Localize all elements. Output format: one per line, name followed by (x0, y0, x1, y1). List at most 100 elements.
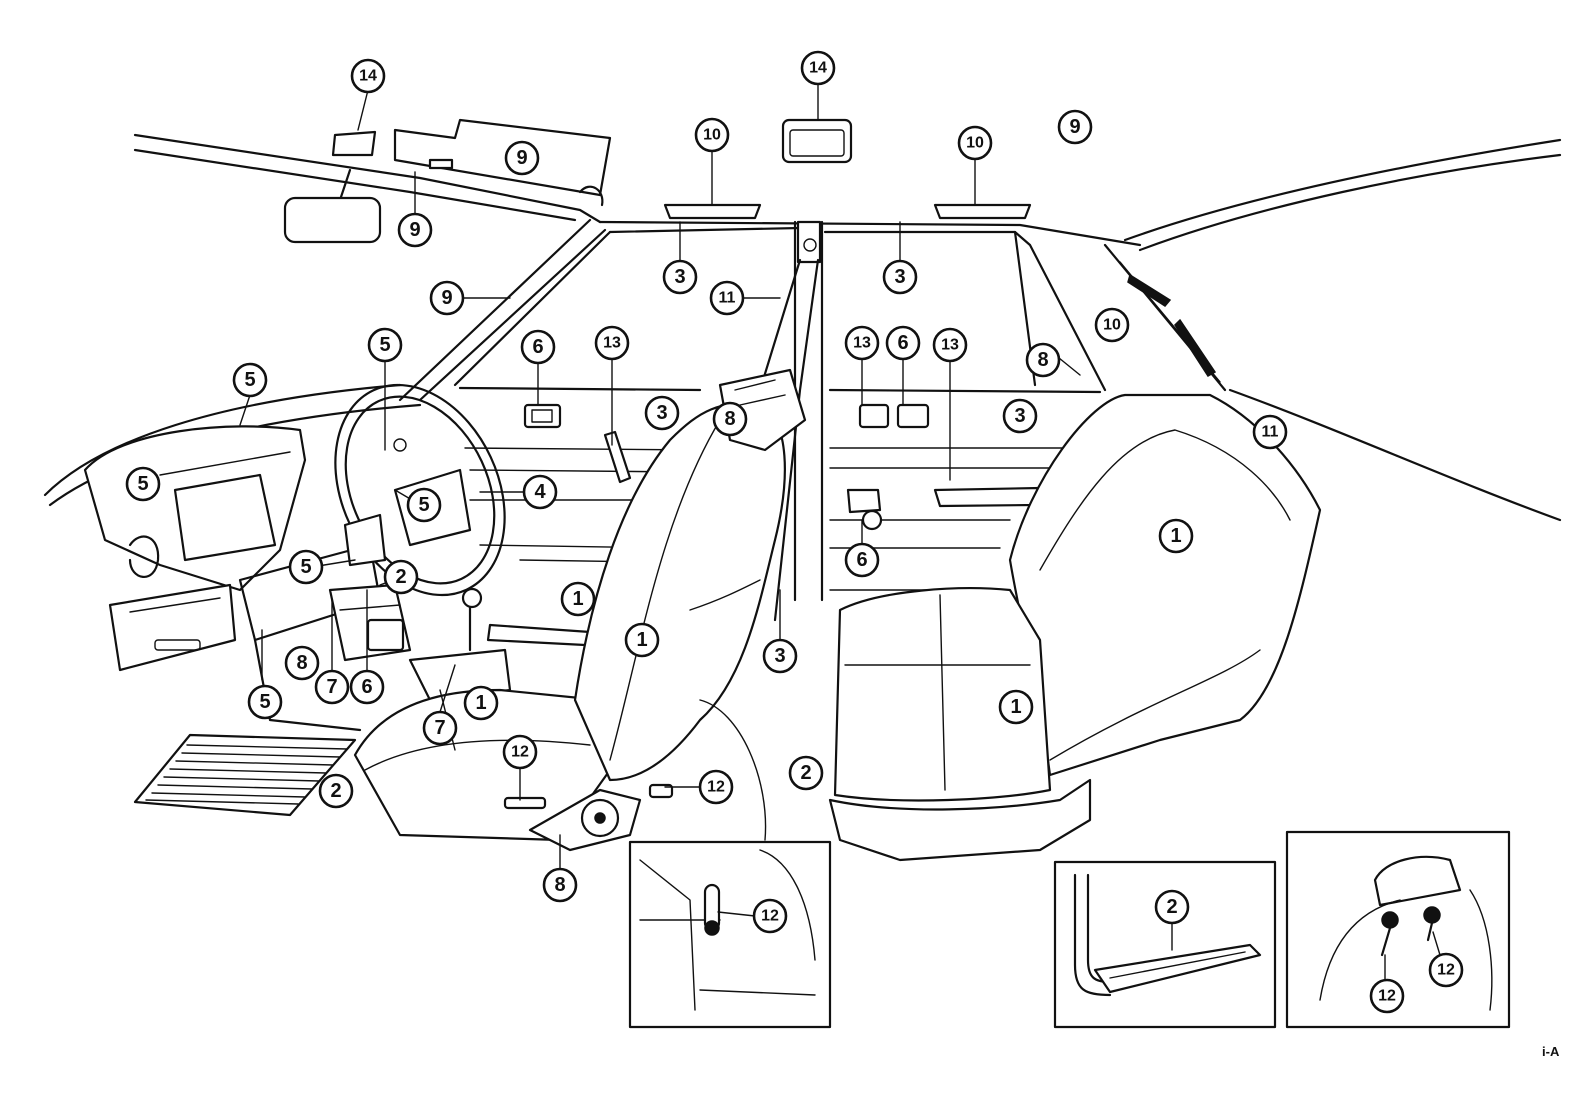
callout-13b: 13 (844, 325, 880, 361)
svg-text:14: 14 (359, 68, 377, 85)
callout-11a: 11 (709, 280, 745, 316)
svg-text:6: 6 (532, 336, 543, 358)
callout-8d: 8 (542, 867, 578, 903)
callout-5b: 5 (367, 327, 403, 363)
assist-grip-right (933, 203, 1032, 220)
callout-9a: 9 (504, 140, 540, 176)
svg-text:12: 12 (1378, 988, 1396, 1005)
svg-text:6: 6 (361, 676, 372, 698)
callout-5c: 5 (125, 466, 161, 502)
svg-text:3: 3 (894, 266, 905, 288)
rear-view-mirror (283, 168, 382, 244)
callout-11b: 11 (1252, 414, 1288, 450)
callout-1e: 1 (463, 685, 499, 721)
assist-grip-left (663, 203, 762, 220)
callout-8c: 8 (284, 645, 320, 681)
inset-seat-belt-anchor (628, 840, 832, 1029)
callout-3c: 3 (644, 395, 680, 431)
callout-10c: 10 (1094, 307, 1130, 343)
callout-9c: 9 (429, 280, 465, 316)
svg-text:3: 3 (674, 266, 685, 288)
svg-text:4: 4 (534, 481, 546, 503)
page-code: i-A (1542, 1044, 1560, 1059)
svg-text:11: 11 (719, 290, 736, 307)
callout-3e: 3 (762, 638, 798, 674)
callout-10a: 10 (694, 117, 730, 153)
svg-text:1: 1 (636, 629, 647, 651)
svg-text:1: 1 (1010, 696, 1021, 718)
callout-8b: 8 (1025, 342, 1061, 378)
callout-1c: 1 (624, 622, 660, 658)
callout-7b: 7 (422, 710, 458, 746)
rear-seat-back (1008, 393, 1322, 777)
seat-slide-lever (503, 783, 674, 810)
callout-12e: 12 (1428, 952, 1464, 988)
svg-text:5: 5 (300, 556, 311, 578)
svg-text:2: 2 (330, 780, 341, 802)
seat-belt-floor-anchor (699, 699, 767, 841)
callout-3b: 3 (882, 259, 918, 295)
callout-14a: 14 (350, 58, 386, 94)
svg-text:1: 1 (572, 588, 583, 610)
a-pillar (398, 218, 607, 402)
dashboard (43, 383, 422, 732)
front-door-pull-handle (603, 430, 632, 484)
svg-text:12: 12 (761, 908, 779, 925)
rear-door-switches (858, 403, 930, 429)
callout-1a: 1 (1158, 518, 1194, 554)
svg-text:1: 1 (1170, 525, 1181, 547)
callout-3a: 3 (662, 259, 698, 295)
callout-1d: 1 (998, 689, 1034, 725)
svg-text:12: 12 (1437, 962, 1455, 979)
svg-text:9: 9 (409, 219, 420, 241)
callout-10b: 10 (957, 125, 993, 161)
svg-text:10: 10 (1103, 317, 1121, 334)
svg-text:6: 6 (897, 332, 908, 354)
svg-text:13: 13 (603, 335, 621, 352)
callout-9d: 9 (1057, 109, 1093, 145)
callout-5d: 5 (406, 487, 442, 523)
svg-text:5: 5 (418, 494, 429, 516)
rear-door-armrest (933, 486, 1042, 508)
sun-visor (393, 118, 612, 207)
callout-12c: 12 (752, 898, 788, 934)
svg-text:3: 3 (774, 645, 785, 667)
rear-door-window-frame (823, 230, 1107, 591)
front-seat-back (573, 368, 807, 782)
svg-text:8: 8 (724, 408, 735, 430)
svg-text:14: 14 (809, 60, 827, 77)
callout-2b: 2 (318, 773, 354, 809)
callout-14b: 14 (800, 50, 836, 86)
svg-text:12: 12 (511, 744, 529, 761)
callout-12a: 12 (502, 734, 538, 770)
callout-7a: 7 (314, 669, 350, 705)
svg-text:1: 1 (475, 692, 486, 714)
svg-text:12: 12 (707, 779, 725, 796)
callout-1b: 1 (560, 581, 596, 617)
callout-5f: 5 (247, 684, 283, 720)
svg-text:7: 7 (434, 717, 445, 739)
callout-6d: 6 (349, 669, 385, 705)
svg-text:5: 5 (244, 369, 255, 391)
svg-text:8: 8 (1037, 349, 1048, 371)
svg-text:9: 9 (516, 147, 527, 169)
map-lamp (331, 130, 377, 157)
callout-2c: 2 (788, 755, 824, 791)
svg-text:5: 5 (259, 691, 270, 713)
callout-13c: 13 (932, 327, 968, 363)
floor-mat (133, 733, 357, 817)
callout-3d: 3 (1002, 398, 1038, 434)
svg-text:5: 5 (379, 334, 390, 356)
svg-text:10: 10 (703, 127, 721, 144)
seat-recliner-knob (528, 788, 642, 852)
roof-outline (133, 133, 1562, 522)
callout-12d: 12 (1369, 978, 1405, 1014)
inset-scuff-plate (1053, 860, 1277, 1029)
svg-text:8: 8 (296, 652, 307, 674)
rear-seat-cushion (828, 587, 1092, 862)
callout-5e: 5 (288, 549, 324, 585)
svg-text:7: 7 (326, 676, 337, 698)
callout-8a: 8 (712, 401, 748, 437)
callout-6a: 6 (520, 329, 556, 365)
